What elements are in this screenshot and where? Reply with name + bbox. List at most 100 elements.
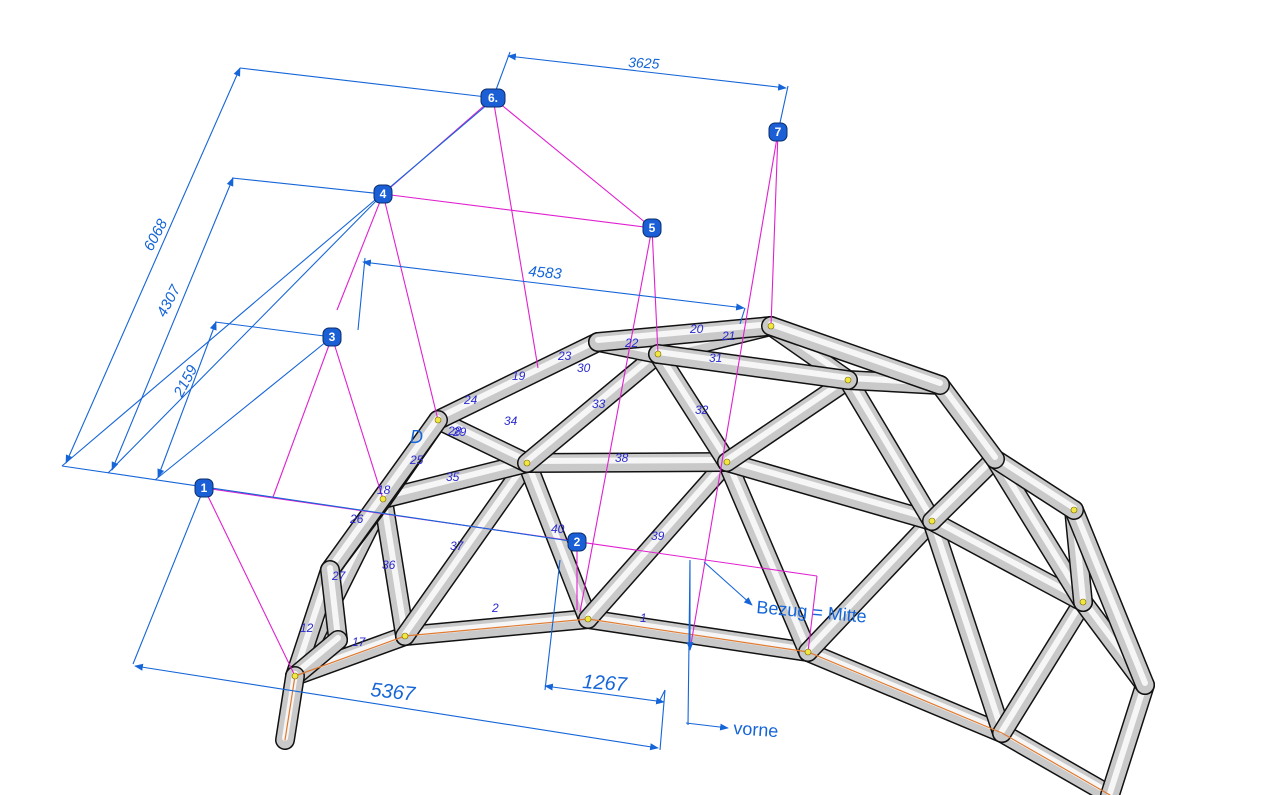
joint-dot bbox=[767, 322, 775, 330]
dim-base-length: 5367 bbox=[369, 679, 416, 706]
guide-line bbox=[492, 97, 539, 369]
strut-number: 38 bbox=[615, 451, 629, 465]
extension-line bbox=[214, 321, 333, 338]
strut-tube-highlight bbox=[380, 458, 530, 500]
dimension-line bbox=[544, 683, 665, 705]
dim-mid-span: 4583 bbox=[528, 263, 563, 283]
joint-dot bbox=[1070, 506, 1078, 514]
strut-tube-highlight bbox=[845, 375, 935, 522]
strut-number: 35 bbox=[446, 470, 460, 484]
node-badge-shape bbox=[373, 184, 393, 204]
joint-dot bbox=[1079, 598, 1087, 606]
guide-line bbox=[689, 131, 779, 651]
strut-number: 34 bbox=[504, 414, 518, 428]
dimension-line bbox=[507, 53, 787, 91]
joint-dot bbox=[804, 648, 812, 656]
joint-dot bbox=[434, 416, 442, 424]
guide-line bbox=[382, 193, 653, 229]
guide-line bbox=[492, 97, 653, 229]
node-label: 3 bbox=[329, 330, 336, 344]
node-badge-shape bbox=[480, 88, 506, 108]
extension-line bbox=[61, 97, 496, 467]
strut-tube-highlight bbox=[929, 516, 1086, 603]
guide-line bbox=[203, 487, 296, 677]
corner-letter: D bbox=[410, 427, 423, 447]
strut-tube-highlight bbox=[402, 458, 530, 637]
dim-offset: 1267 bbox=[582, 671, 629, 696]
node-badge-shape bbox=[642, 218, 662, 238]
strut-tube-highlight bbox=[327, 565, 341, 641]
extension-line bbox=[357, 257, 366, 331]
strut-tube-highlight bbox=[992, 454, 1086, 603]
guide-line bbox=[770, 131, 779, 327]
strut-tube-highlight bbox=[724, 457, 935, 522]
strut-number: 39 bbox=[651, 529, 665, 543]
strut-number: 22 bbox=[624, 336, 639, 350]
strut-number: 32 bbox=[695, 403, 709, 417]
strut-tube-highlight bbox=[655, 349, 851, 381]
strut-tube-highlight bbox=[992, 454, 1077, 511]
strut-tube-highlight bbox=[999, 597, 1086, 734]
joint-dot bbox=[844, 376, 852, 384]
strut-number: 27 bbox=[331, 569, 347, 583]
node-label: 7 bbox=[775, 125, 782, 139]
strut-number: 40 bbox=[551, 522, 565, 536]
strut-number: 12 bbox=[300, 621, 314, 635]
strut-tube-highlight bbox=[1107, 680, 1148, 795]
extension-line bbox=[132, 487, 205, 665]
strut-number: 37 bbox=[450, 539, 465, 553]
dimension-line bbox=[685, 722, 729, 731]
node-label: 6. bbox=[488, 91, 498, 105]
strut-tube-highlight bbox=[327, 415, 441, 571]
strut-tube-highlight bbox=[805, 647, 1005, 734]
node-badge: 4 bbox=[373, 184, 393, 204]
extension-line bbox=[231, 177, 384, 195]
strut-number: 18 bbox=[377, 483, 391, 497]
strut-tube-highlight bbox=[999, 728, 1113, 795]
strut-number: 28 bbox=[447, 424, 462, 438]
node-label: 2 bbox=[574, 535, 581, 549]
joint-dot bbox=[723, 458, 731, 466]
joint-dot bbox=[523, 459, 531, 467]
strut-tube-highlight bbox=[929, 516, 1005, 734]
strut-tube-highlight bbox=[585, 457, 730, 620]
strut-tube-highlight bbox=[380, 494, 408, 637]
strut-number: 21 bbox=[721, 329, 735, 343]
dimension-line bbox=[362, 259, 745, 311]
joint-dots bbox=[291, 322, 1087, 680]
strut-number: 25 bbox=[409, 453, 424, 467]
joint-dot bbox=[928, 517, 936, 525]
node-badge-shape bbox=[768, 122, 788, 142]
extension-line bbox=[239, 67, 496, 99]
guide-line bbox=[336, 193, 384, 311]
strut-tube-highlight bbox=[524, 457, 730, 464]
dimension-line bbox=[134, 663, 659, 751]
node-badge: 1 bbox=[194, 478, 214, 498]
node-badge-shape bbox=[194, 478, 214, 498]
strut-number: 19 bbox=[512, 369, 526, 383]
strut-tube-highlight bbox=[402, 614, 591, 637]
node-badge: 5 bbox=[642, 218, 662, 238]
node-badge: 7 bbox=[768, 122, 788, 142]
strut-tube-highlight bbox=[435, 337, 601, 421]
strut-tube-highlight bbox=[585, 614, 811, 653]
node-badge-shape bbox=[322, 327, 342, 347]
strut-number: 31 bbox=[709, 351, 722, 365]
front-note: vorne bbox=[733, 718, 779, 741]
strut-tube-highlight bbox=[724, 375, 851, 463]
node-label: 1 bbox=[201, 481, 208, 495]
strut-tube-highlight bbox=[1071, 505, 1148, 686]
strut-tube-highlight bbox=[724, 457, 811, 653]
strut-tube-highlight bbox=[655, 349, 730, 463]
strut-number: 17 bbox=[352, 635, 367, 649]
strut-tube-highlight bbox=[595, 321, 774, 343]
dimension-line bbox=[157, 321, 217, 478]
strut-number: 26 bbox=[349, 512, 364, 526]
node-badge: 2 bbox=[567, 532, 587, 552]
strut-number: 33 bbox=[592, 397, 606, 411]
strut-number: 29 bbox=[452, 425, 467, 439]
extension-line bbox=[61, 465, 578, 543]
dimension-lines bbox=[61, 51, 789, 751]
guide-line bbox=[807, 575, 818, 653]
strut-tube-highlight bbox=[805, 516, 935, 653]
